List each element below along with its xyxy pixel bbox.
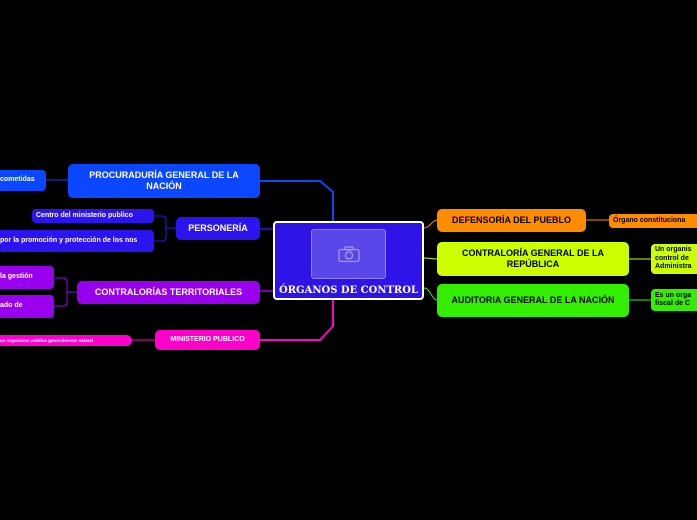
leaf-contraloria-1[interactable]: Un organis control de Administra	[651, 244, 697, 274]
leaf-personeria-2[interactable]: por la promoción y protección de los nos	[0, 230, 154, 252]
connector-procuraduria	[260, 180, 334, 221]
branch-personeria[interactable]: PERSONERÍA	[176, 217, 260, 240]
central-topic[interactable]: ÓRGANOS DE CONTROL	[273, 221, 424, 300]
leaf-contralorias-1[interactable]: la gestión	[0, 266, 54, 289]
leaf-ministerio-1[interactable]: un organismo publico generalmente estata…	[0, 335, 132, 346]
branch-contraloria-label: CONTRALORÍA GENERAL DE LA REPÚBLICA	[461, 248, 604, 269]
branch-procuraduria-label: PROCURADURÍA GENERAL DE LA NACIÓN	[89, 170, 239, 191]
leaf-defensoria-1[interactable]: Órgano constituciona	[609, 214, 697, 228]
central-topic-label: ÓRGANOS DE CONTROL	[279, 285, 418, 296]
connector-defensoria	[423, 219, 438, 229]
leaf-personeria-2-label: por la promoción y protección de los nos	[0, 236, 138, 244]
leaf-procuraduria-1-label: cometidas	[0, 176, 35, 184]
branch-personeria-label: PERSONERÍA	[188, 223, 248, 234]
leaf-contralorias-2-label: ado de	[0, 302, 23, 310]
branch-contraloria[interactable]: CONTRALORÍA GENERAL DE LA REPÚBLICA	[437, 242, 629, 276]
leaf-contralorias-1-label: la gestión	[0, 273, 33, 281]
branch-contralorias[interactable]: CONTRALORÍAS TERRITORIALES	[77, 281, 260, 304]
branch-ministerio-label: MINISTERIO PUBLICO	[170, 335, 245, 343]
leaf-auditoria-1[interactable]: Es un orga fiscal de C	[651, 289, 697, 311]
leaf-personeria-1[interactable]: Centro del ministerio publico	[32, 209, 154, 223]
leaf-procuraduria-1[interactable]: cometidas	[0, 170, 46, 191]
camera-icon	[311, 229, 386, 279]
connector-contraloria	[423, 257, 438, 260]
branch-defensoria[interactable]: DEFENSORÍA DEL PUEBLO	[437, 209, 586, 232]
leaf-defensoria-1-label: Órgano constituciona	[613, 216, 686, 224]
branch-procuraduria[interactable]: PROCURADURÍA GENERAL DE LA NACIÓN	[68, 164, 260, 198]
connector-ministerio	[260, 300, 334, 341]
leaf-contraloria-1-label: Un organis control de Administra	[655, 246, 692, 271]
leaf-ministerio-1-label: un organismo publico generalmente estata…	[0, 337, 94, 343]
connector-auditoria	[423, 287, 438, 301]
branch-contralorias-label: CONTRALORÍAS TERRITORIALES	[94, 287, 243, 298]
branch-defensoria-label: DEFENSORÍA DEL PUEBLO	[451, 215, 571, 226]
leaf-personeria-1-label: Centro del ministerio publico	[36, 211, 133, 219]
leaf-auditoria-1-label: Es un orga fiscal de C	[655, 291, 692, 307]
leaf-contralorias-2[interactable]: ado de	[0, 295, 54, 318]
bracket-personeria	[154, 215, 176, 242]
branch-auditoria-label: AUDITORIA GENERAL DE LA NACIÓN	[451, 295, 615, 306]
bracket-contralorias	[54, 277, 77, 307]
branch-auditoria[interactable]: AUDITORIA GENERAL DE LA NACIÓN	[437, 284, 629, 317]
branch-ministerio[interactable]: MINISTERIO PUBLICO	[155, 330, 260, 350]
